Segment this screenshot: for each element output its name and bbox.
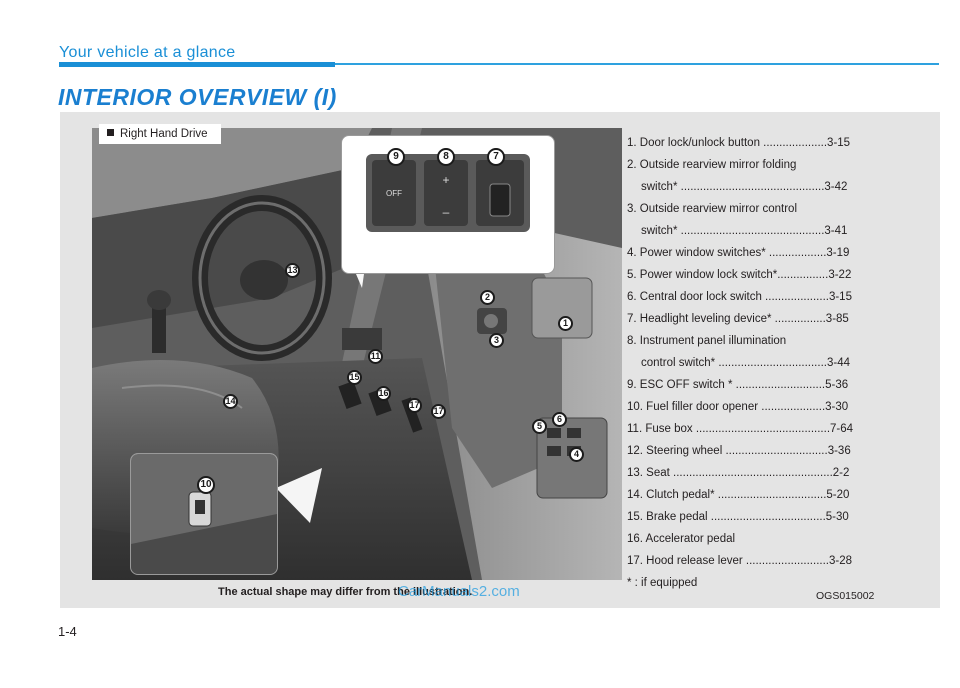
switch-panel-drawing: OFF + – bbox=[366, 154, 530, 232]
marker-5: 5 bbox=[532, 419, 547, 434]
fuel-opener-drawing bbox=[131, 454, 277, 574]
list-item: 10. Fuel filler door opener ............… bbox=[627, 401, 849, 413]
marker-12: 13 bbox=[285, 263, 300, 278]
illustration-caption: The actual shape may differ from the ill… bbox=[218, 586, 473, 598]
marker-15: 16 bbox=[376, 386, 391, 401]
list-item: 5. Power window lock switch*............… bbox=[627, 269, 852, 281]
list-item: 16. Accelerator pedal bbox=[627, 533, 736, 545]
callout-marker-9: 9 bbox=[387, 148, 405, 166]
callout-marker-10: 10 bbox=[197, 476, 215, 494]
page-number: 1-4 bbox=[58, 624, 77, 639]
svg-text:+: + bbox=[442, 173, 449, 187]
marker-14: 15 bbox=[347, 370, 362, 385]
bullet-square bbox=[107, 129, 114, 136]
list-item: 6. Central door lock switch ............… bbox=[627, 291, 852, 303]
marker-2: 2 bbox=[480, 290, 495, 305]
marker-3: 3 bbox=[489, 333, 504, 348]
list-item: 12. Steering wheel .....................… bbox=[627, 445, 851, 457]
list-item: switch* ................................… bbox=[641, 225, 848, 237]
switch-panel-callout: OFF + – 9 8 7 bbox=[341, 135, 555, 274]
list-item: 3. Outside rearview mirror control bbox=[627, 203, 797, 215]
page-title: INTERIOR OVERVIEW (I) bbox=[58, 84, 337, 110]
list-item: switch* ................................… bbox=[641, 181, 848, 193]
watermark: CarManuals2.com bbox=[398, 583, 520, 600]
marker-1: 1 bbox=[558, 316, 573, 331]
list-item: 13. Seat ...............................… bbox=[627, 467, 850, 479]
list-item: 11. Fuse box ...........................… bbox=[627, 423, 854, 435]
list-item: 8. Instrument panel illumination bbox=[627, 335, 787, 347]
list-item: 4. Power window switches* ..............… bbox=[627, 247, 850, 259]
marker-6: 6 bbox=[552, 412, 567, 427]
drive-type-label: Right Hand Drive bbox=[120, 128, 208, 140]
list-item: 9. ESC OFF switch * ....................… bbox=[627, 379, 849, 391]
list-item: control switch* ........................… bbox=[641, 357, 850, 369]
list-item: 14. Clutch pedal* ......................… bbox=[627, 489, 850, 501]
figure-code: OGS015002 bbox=[816, 590, 875, 602]
item-list: 1. Door lock/unlock button .............… bbox=[627, 132, 882, 594]
callout-marker-7: 7 bbox=[487, 148, 505, 166]
marker-11: 11 bbox=[368, 349, 383, 364]
svg-text:–: – bbox=[443, 205, 450, 219]
list-item: 15. Brake pedal ........................… bbox=[627, 511, 849, 523]
list-item: 17. Hood release lever .................… bbox=[627, 555, 852, 567]
marker-4: 4 bbox=[569, 447, 584, 462]
marker-16: 17 bbox=[407, 398, 422, 413]
header-rule-accent bbox=[59, 62, 335, 67]
marker-17: 17 bbox=[431, 404, 446, 419]
svg-text:OFF: OFF bbox=[386, 189, 402, 198]
list-item: 1. Door lock/unlock button .............… bbox=[627, 137, 851, 149]
fuel-opener-callout: 10 bbox=[130, 453, 278, 575]
header-rule bbox=[59, 63, 939, 65]
footnote: * : if equipped bbox=[627, 577, 698, 589]
list-item: 7. Headlight leveling device* ..........… bbox=[627, 313, 849, 325]
section-title: Your vehicle at a glance bbox=[59, 44, 236, 61]
drive-type-tag: Right Hand Drive bbox=[99, 124, 221, 144]
callout-marker-8: 8 bbox=[437, 148, 455, 166]
list-item: 2. Outside rearview mirror folding bbox=[627, 159, 797, 171]
marker-13: 14 bbox=[223, 394, 238, 409]
